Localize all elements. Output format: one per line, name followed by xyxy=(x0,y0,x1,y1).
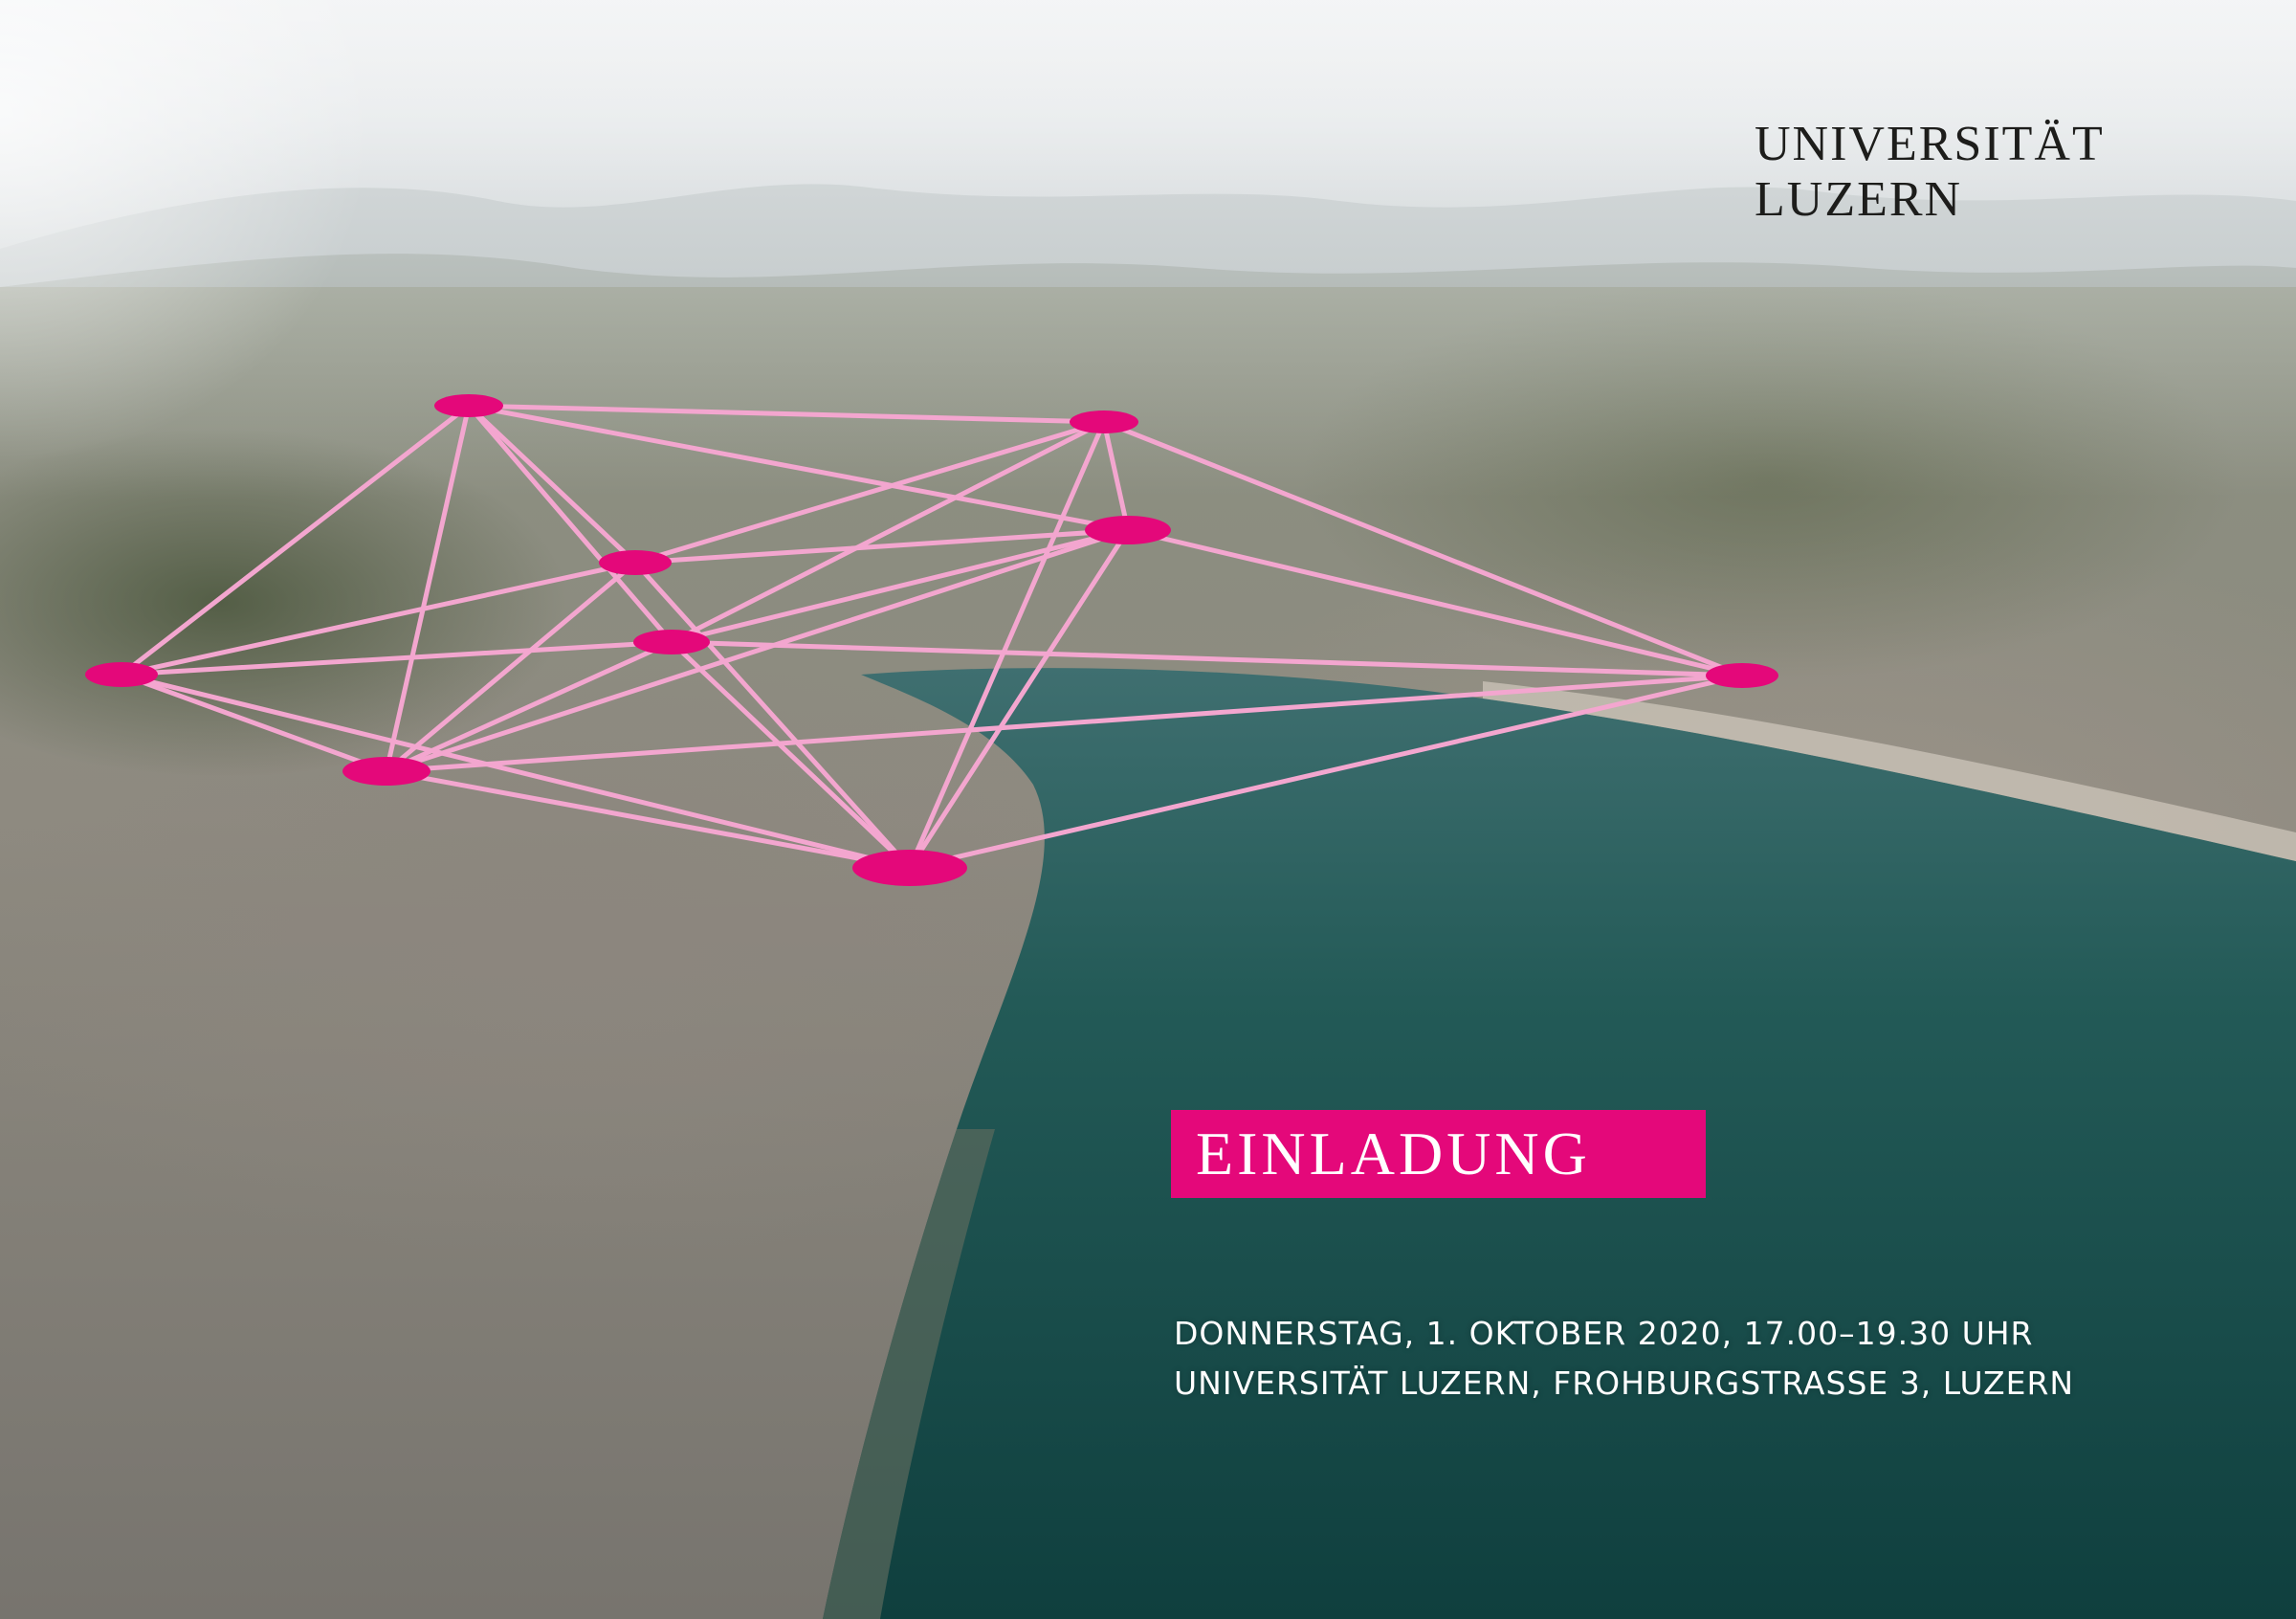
network-node xyxy=(1706,663,1778,688)
network-node xyxy=(1070,410,1138,433)
event-datetime: DONNERSTAG, 1. OKTOBER 2020, 17.00–19.30… xyxy=(1174,1315,2034,1352)
haze-left xyxy=(0,0,670,670)
network-node xyxy=(1085,516,1171,544)
network-node xyxy=(85,662,158,687)
network-node xyxy=(852,850,967,886)
network-node xyxy=(633,630,710,654)
network-node xyxy=(599,550,672,575)
event-details: DONNERSTAG, 1. OKTOBER 2020, 17.00–19.30… xyxy=(1174,1309,2074,1408)
event-location: UNIVERSITÄT LUZERN, FROHBURGSTRASSE 3, L… xyxy=(1174,1364,2075,1402)
logo-line-1: UNIVERSITÄT xyxy=(1755,117,2105,171)
logo-line-2: LUZERN xyxy=(1755,172,1963,227)
network-node xyxy=(434,394,503,417)
invitation-badge: EINLADUNG xyxy=(1171,1110,1706,1198)
network-nodes xyxy=(85,394,1778,886)
university-logo: UNIVERSITÄT LUZERN xyxy=(1755,117,2105,228)
network-edges xyxy=(119,403,1745,871)
network-node xyxy=(342,757,430,786)
